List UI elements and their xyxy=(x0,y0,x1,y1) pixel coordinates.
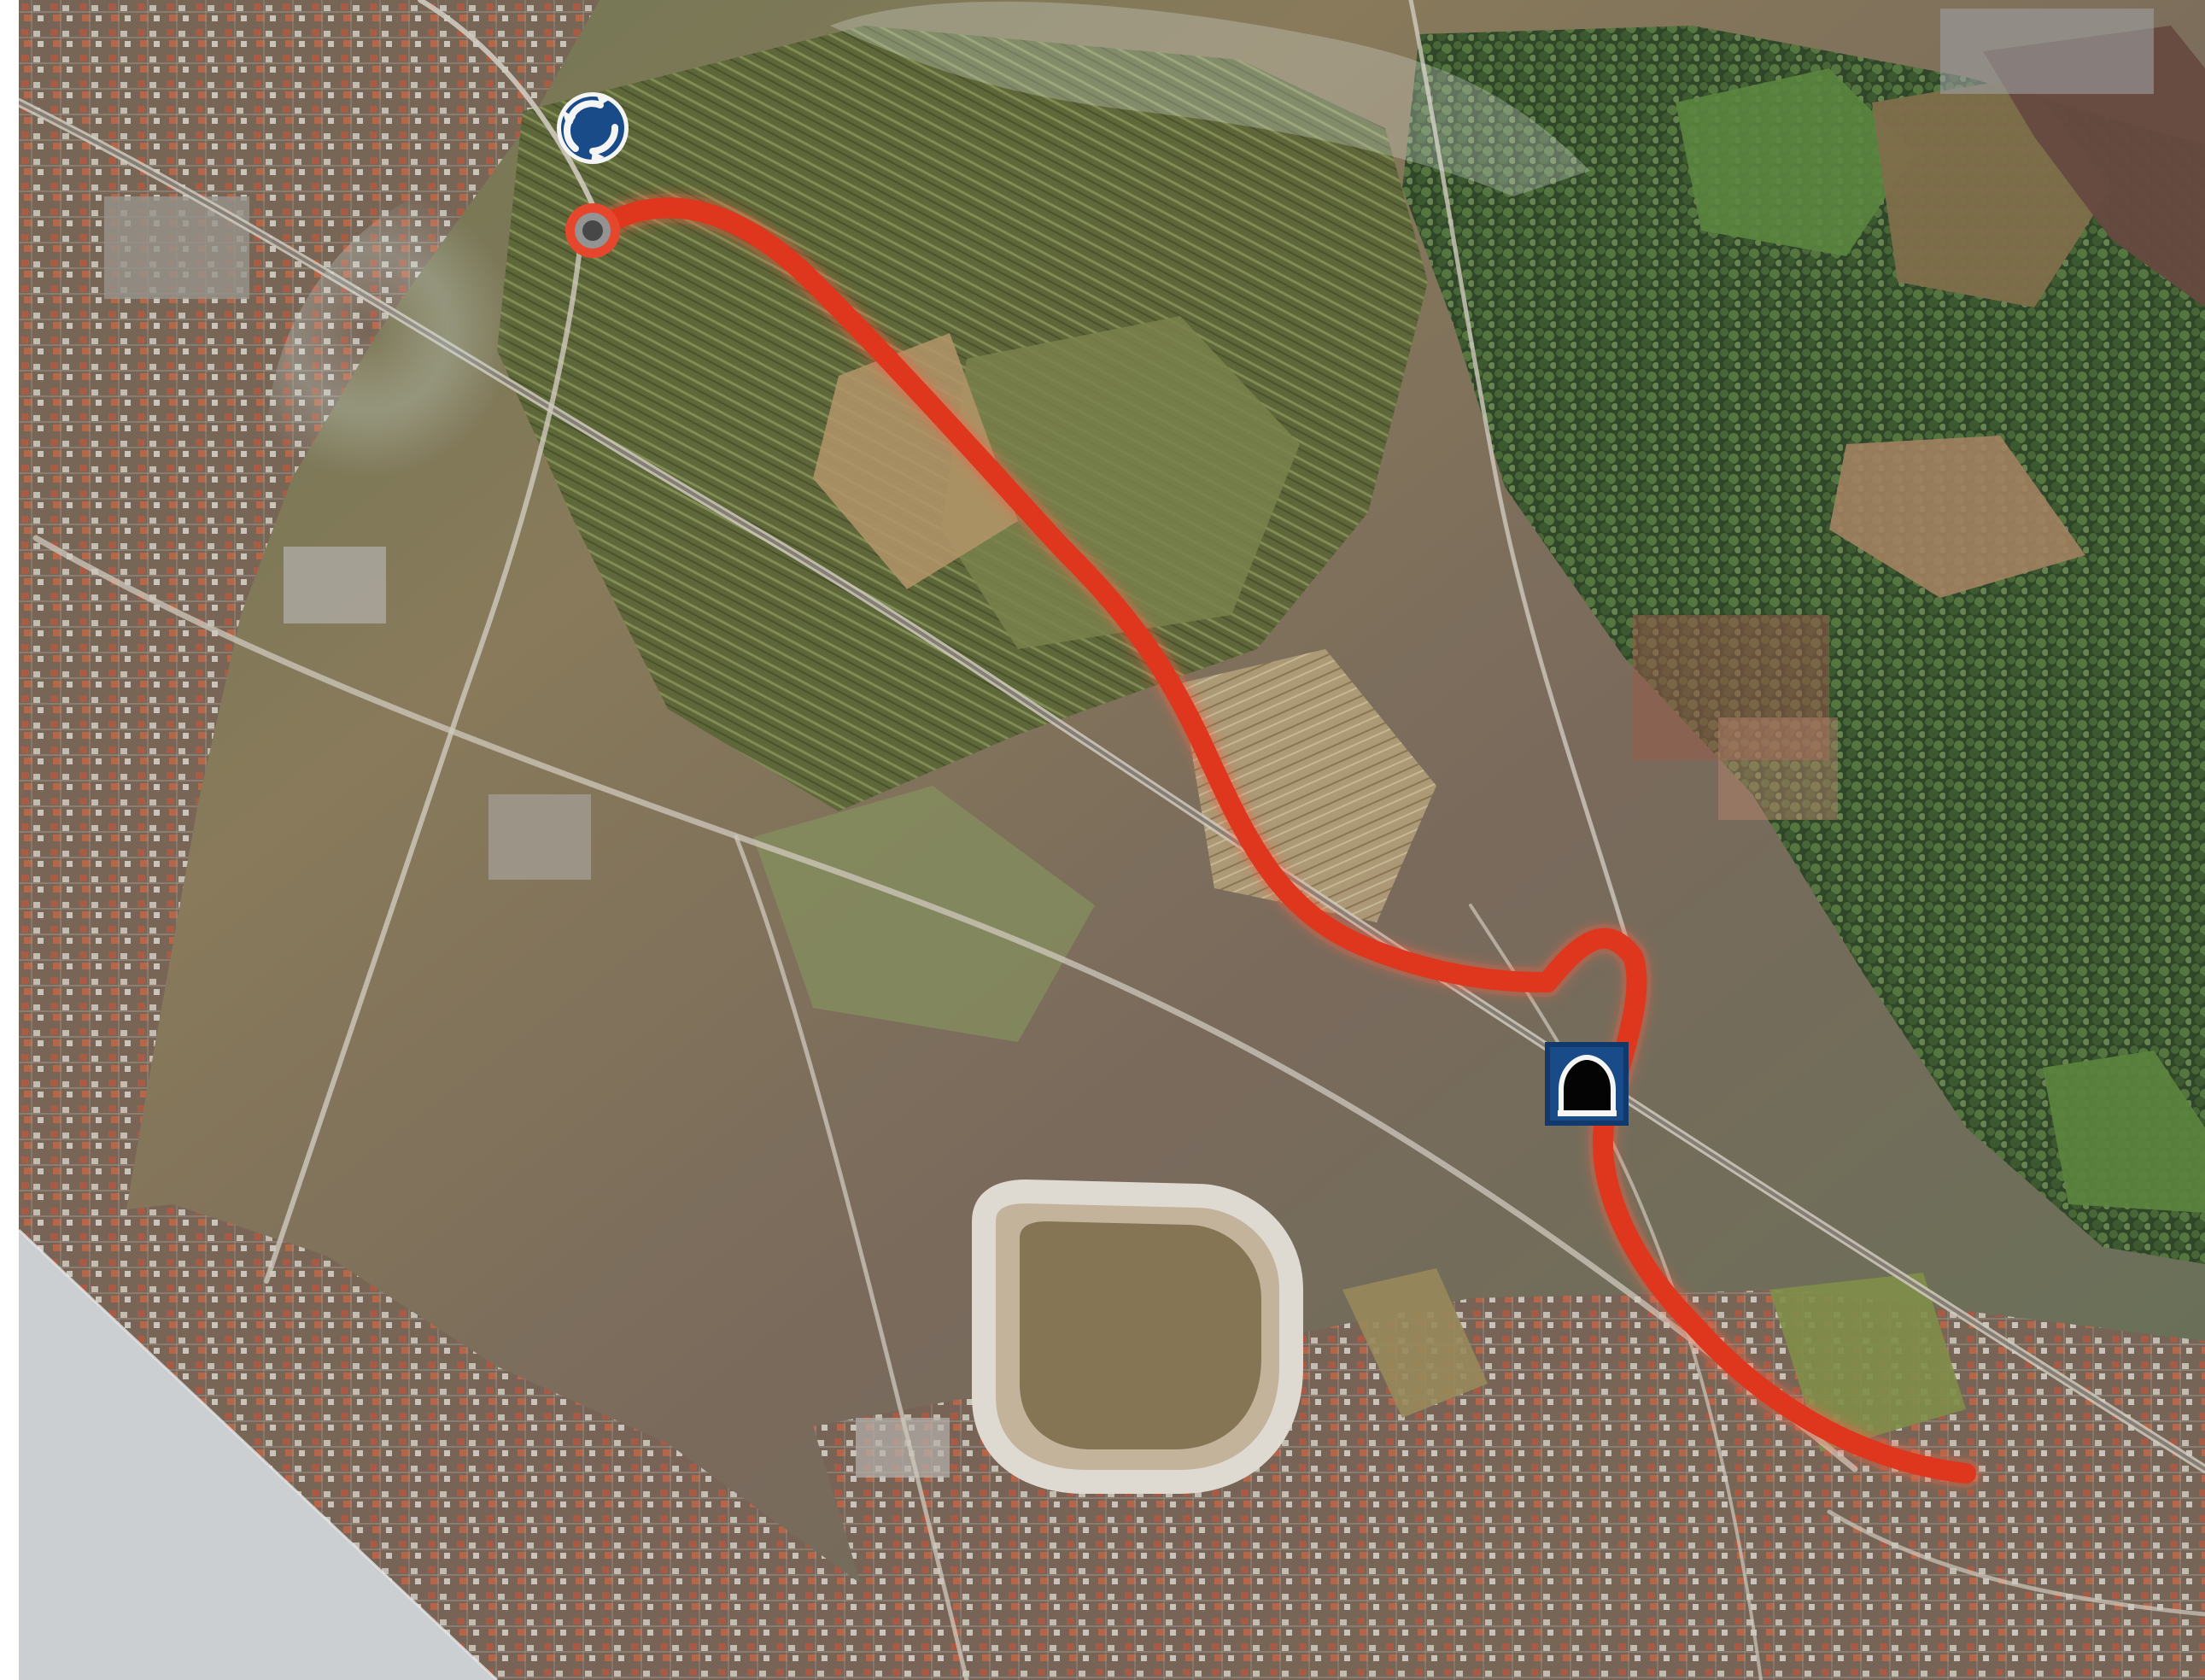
roundabout-icon xyxy=(557,92,629,164)
aerial-map-svg xyxy=(19,0,2205,1680)
race-track xyxy=(972,1179,1303,1494)
route-path xyxy=(581,193,1980,1488)
roundabout-node xyxy=(565,203,620,258)
tunnel-icon xyxy=(1545,1042,1629,1126)
aerial-map[interactable] xyxy=(19,0,2205,1680)
